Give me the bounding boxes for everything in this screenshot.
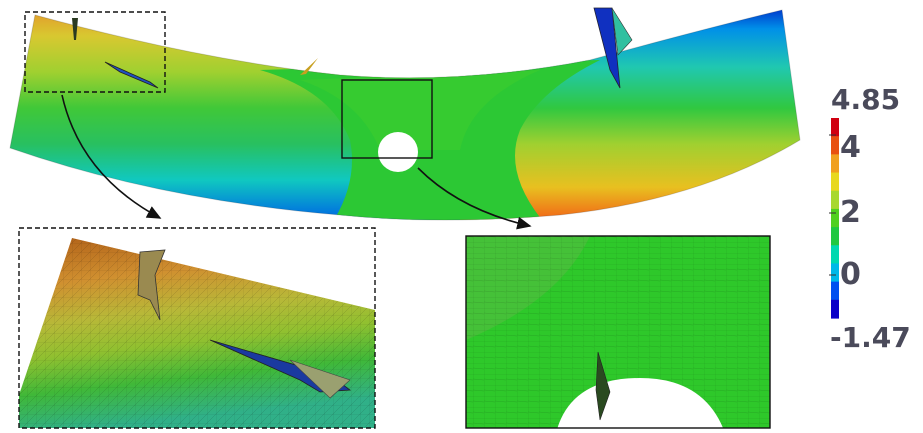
spike-right-blade xyxy=(611,7,633,56)
colorbar-tick-2: 2 xyxy=(840,195,861,230)
colorbar-segment xyxy=(831,136,839,155)
crack-left xyxy=(104,61,159,89)
colorbar-segment xyxy=(831,190,839,210)
inset-right xyxy=(465,235,771,433)
colorbar-ticks xyxy=(829,134,836,276)
arrow-right xyxy=(417,167,532,230)
colorbar-segment xyxy=(831,263,839,283)
arrow-left xyxy=(61,94,162,219)
spike-top-left xyxy=(72,18,78,40)
spike-right xyxy=(593,7,621,89)
colorbar-segment xyxy=(831,299,839,319)
inset-left xyxy=(18,227,376,429)
beam-hole xyxy=(378,132,418,172)
beam xyxy=(10,10,800,220)
zoom-box-left xyxy=(24,11,166,93)
colorbar-min-label: -1.47 xyxy=(830,321,911,354)
colorbar-tick-4: 4 xyxy=(840,130,861,165)
inset-right-spike xyxy=(595,351,611,421)
colorbar-segment xyxy=(831,208,839,228)
colorbar-segment xyxy=(831,118,839,137)
zoom-box-center xyxy=(341,79,433,159)
colorbar-max-label: 4.85 xyxy=(831,83,901,116)
colorbar-segment xyxy=(831,281,839,301)
colorbar-segment xyxy=(831,172,839,192)
inset-left-spike xyxy=(137,249,166,321)
spike-center xyxy=(300,58,318,75)
beam-outline xyxy=(9,9,801,221)
colorbar xyxy=(831,118,839,319)
colorbar-segment xyxy=(831,154,839,174)
colorbar-segment xyxy=(831,227,839,246)
colorbar-tick-0: 0 xyxy=(840,257,861,292)
colorbar-segment xyxy=(831,245,839,265)
